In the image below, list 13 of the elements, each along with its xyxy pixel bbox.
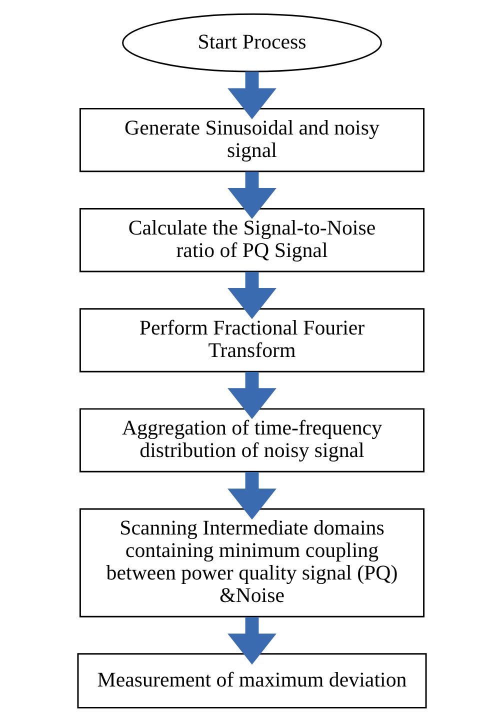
node-box: Calculate the Signal-to-Noise ratio of PQ Signal [79, 208, 425, 272]
node-box: Generate Sinusoidal and noisy signal [79, 108, 425, 172]
arrow [228, 472, 276, 520]
node-box: Scanning Intermediate domains containing minimum coupling between power quality signal (PQ) &Noise [79, 508, 425, 618]
arrow [228, 372, 276, 420]
arrow [228, 617, 276, 665]
arrow [228, 72, 276, 120]
node-box: Perform Fractional Fourier Transform [79, 308, 425, 372]
node-box: Aggregation of time-frequency distribution of noisy signal [79, 408, 425, 472]
arrow [228, 172, 276, 219]
node-box: Measurement of maximum deviation [77, 653, 427, 708]
node-ellipse: Start Process [122, 13, 382, 72]
arrow [228, 272, 276, 320]
